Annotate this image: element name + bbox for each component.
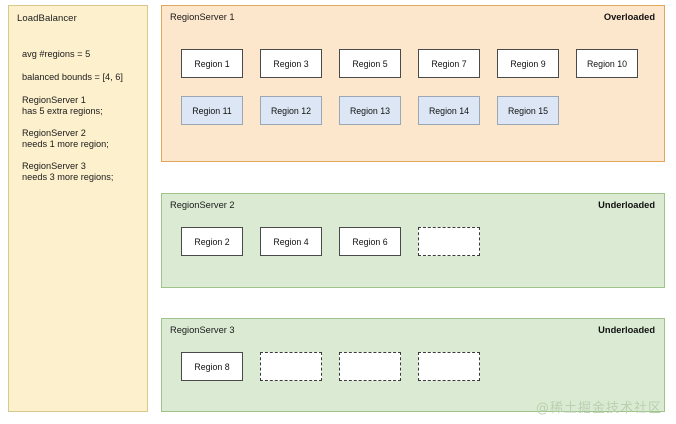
region-box[interactable]: Region 10 [576,49,638,78]
regionserver-2-status-badge: Underloaded [598,200,655,210]
region-box[interactable]: Region 9 [497,49,559,78]
loadbalancer-title: LoadBalancer [17,13,77,24]
region-slot-empty[interactable] [339,352,401,381]
lb-rs1-name: RegionServer 1 [22,95,86,105]
region-slot-empty[interactable] [418,227,480,256]
lb-avg-regions: avg #regions = 5 [22,49,91,59]
region-box[interactable]: Region 11 [181,96,243,125]
region-box[interactable]: Region 2 [181,227,243,256]
regionserver-2-title: RegionServer 2 [170,200,235,210]
lb-rs3-name: RegionServer 3 [22,161,86,171]
region-box[interactable]: Region 1 [181,49,243,78]
region-box[interactable]: Region 6 [339,227,401,256]
regionserver-3-panel: RegionServer 3 Underloaded Region 8 [161,318,665,412]
regionserver-2-panel: RegionServer 2 Underloaded Region 2 Regio… [161,193,665,288]
region-box[interactable]: Region 7 [418,49,480,78]
regionserver-1-panel: RegionServer 1 Overloaded Region 1 Region… [161,5,665,162]
lb-rs3-note: needs 3 more regions; [22,172,114,182]
lb-rs2-note: needs 1 more region; [22,139,109,149]
region-box[interactable]: Region 13 [339,96,401,125]
regionserver-3-title: RegionServer 3 [170,325,235,335]
region-slot-empty[interactable] [260,352,322,381]
region-box[interactable]: Region 3 [260,49,322,78]
region-box[interactable]: Region 14 [418,96,480,125]
loadbalancer-body: avg #regions = 5 balanced bounds = [4, 6… [22,49,148,183]
watermark: @稀土掘金技术社区 [535,401,662,416]
region-box[interactable]: Region 15 [497,96,559,125]
region-box[interactable]: Region 4 [260,227,322,256]
loadbalancer-panel: LoadBalancer avg #regions = 5 balanced b… [8,5,148,412]
regionserver-1-status-badge: Overloaded [603,12,655,22]
region-box[interactable]: Region 5 [339,49,401,78]
lb-balanced-bounds: balanced bounds = [4, 6] [22,72,123,82]
lb-rs2-name: RegionServer 2 [22,128,86,138]
region-box[interactable]: Region 12 [260,96,322,125]
lb-rs1-note: has 5 extra regions; [22,106,103,116]
region-box[interactable]: Region 8 [181,352,243,381]
regionserver-1-title: RegionServer 1 [170,12,235,22]
region-slot-empty[interactable] [418,352,480,381]
regionserver-3-status-badge: Underloaded [598,325,655,335]
